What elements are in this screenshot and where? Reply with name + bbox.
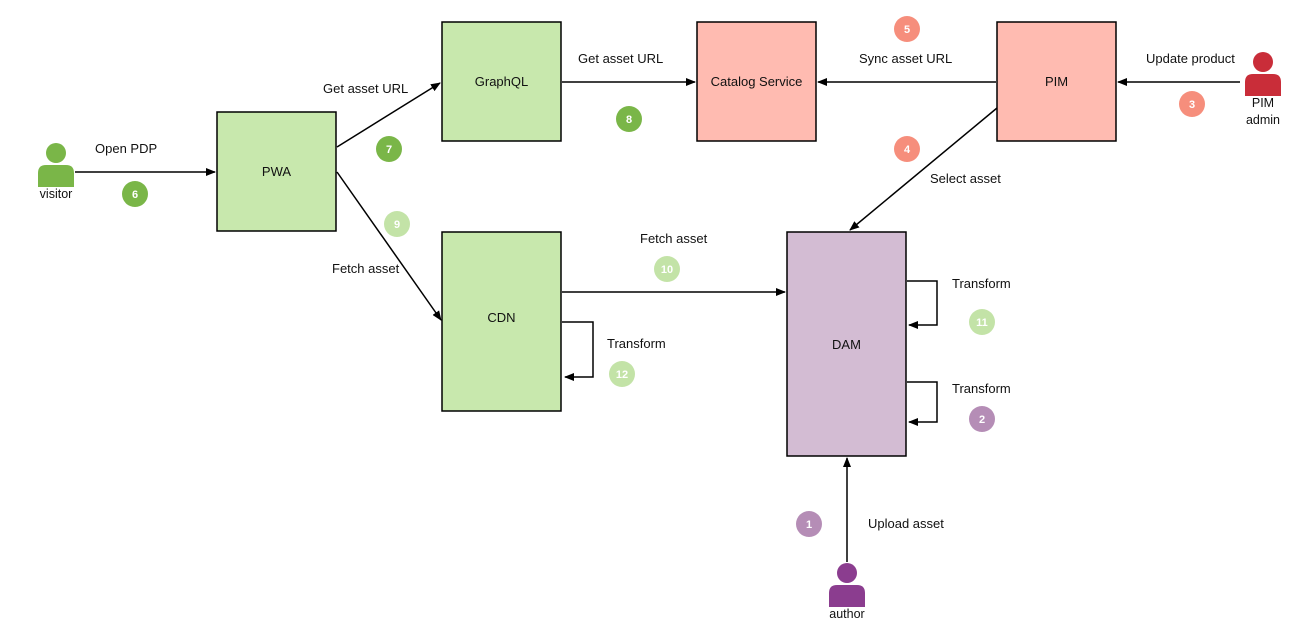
pim-admin-actor: PIM admin bbox=[1245, 52, 1281, 127]
pim-admin-label-line2: admin bbox=[1246, 113, 1280, 127]
pim-box: PIM bbox=[996, 21, 1117, 142]
svg-text:2: 2 bbox=[979, 414, 985, 426]
label-get-asset-url-pwa: Get asset URL bbox=[323, 81, 408, 96]
label-fetch-asset-cdn: Fetch asset bbox=[640, 231, 708, 246]
edge-transform-dam-2 bbox=[907, 381, 938, 426]
step-badge-8: 8 bbox=[616, 106, 642, 132]
label-transform-dam-1: Transform bbox=[952, 276, 1011, 291]
step-badge-9: 9 bbox=[384, 211, 410, 237]
svg-text:9: 9 bbox=[394, 219, 400, 231]
step-badge-4: 4 bbox=[894, 136, 920, 162]
visitor-actor: visitor bbox=[38, 143, 74, 201]
label-fetch-asset-pwa: Fetch asset bbox=[332, 261, 400, 276]
pwa-box: PWA bbox=[216, 111, 337, 232]
dam-label: DAM bbox=[832, 337, 861, 352]
label-transform-dam-2: Transform bbox=[952, 381, 1011, 396]
edge-select-asset bbox=[849, 107, 998, 231]
author-actor: author bbox=[829, 563, 865, 621]
label-get-asset-url-graphql: Get asset URL bbox=[578, 51, 663, 66]
label-update-product: Update product bbox=[1146, 51, 1235, 66]
dam-box: DAM bbox=[786, 231, 907, 457]
cdn-box: CDN bbox=[441, 231, 562, 412]
svg-text:6: 6 bbox=[132, 189, 138, 201]
edge-get-asset-url-pwa bbox=[336, 82, 441, 148]
svg-text:7: 7 bbox=[386, 144, 392, 156]
svg-text:5: 5 bbox=[904, 24, 910, 36]
svg-text:12: 12 bbox=[616, 369, 628, 381]
person-icon bbox=[829, 563, 865, 607]
edge-transform-cdn bbox=[562, 321, 594, 381]
step-badge-5: 5 bbox=[894, 16, 920, 42]
step-badge-7: 7 bbox=[376, 136, 402, 162]
pim-label: PIM bbox=[1045, 74, 1068, 89]
label-open-pdp: Open PDP bbox=[95, 141, 157, 156]
catalog-service-box: Catalog Service bbox=[696, 21, 817, 142]
graphql-box: GraphQL bbox=[441, 21, 562, 142]
svg-text:1: 1 bbox=[806, 519, 812, 531]
step-badge-6: 6 bbox=[122, 181, 148, 207]
author-label: author bbox=[829, 607, 864, 621]
edge-fetch-asset-pwa bbox=[336, 171, 442, 321]
cdn-label: CDN bbox=[487, 310, 515, 325]
svg-text:11: 11 bbox=[976, 317, 988, 329]
edge-transform-dam-1 bbox=[907, 280, 938, 329]
person-icon bbox=[1245, 52, 1281, 96]
graphql-label: GraphQL bbox=[475, 74, 528, 89]
catalog-service-label: Catalog Service bbox=[711, 74, 803, 89]
visitor-label: visitor bbox=[40, 187, 73, 201]
pim-admin-label-line1: PIM bbox=[1252, 96, 1274, 110]
label-select-asset: Select asset bbox=[930, 171, 1001, 186]
person-icon bbox=[38, 143, 74, 187]
label-transform-cdn: Transform bbox=[607, 336, 666, 351]
step-badge-11: 11 bbox=[969, 309, 995, 335]
step-badge-1: 1 bbox=[796, 511, 822, 537]
svg-text:8: 8 bbox=[626, 114, 632, 126]
label-upload-asset: Upload asset bbox=[868, 516, 944, 531]
svg-text:10: 10 bbox=[661, 264, 673, 276]
step-badge-12: 12 bbox=[609, 361, 635, 387]
step-badge-3: 3 bbox=[1179, 91, 1205, 117]
step-badge-2: 2 bbox=[969, 406, 995, 432]
step-badge-10: 10 bbox=[654, 256, 680, 282]
pwa-label: PWA bbox=[262, 164, 291, 179]
svg-text:4: 4 bbox=[904, 144, 911, 156]
label-sync-asset-url: Sync asset URL bbox=[859, 51, 952, 66]
svg-text:3: 3 bbox=[1189, 99, 1195, 111]
